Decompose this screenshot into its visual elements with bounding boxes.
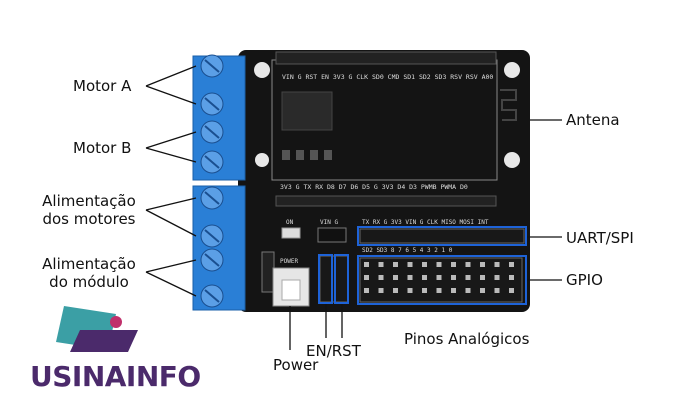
gpio-pin	[465, 288, 471, 293]
screw-slot	[204, 97, 220, 111]
gpio-pin	[364, 262, 369, 267]
label-power: Power	[273, 356, 319, 374]
gpio-pin	[451, 275, 456, 280]
gpio-pin	[393, 275, 398, 280]
gpio-pin	[465, 262, 471, 267]
en-highlight	[318, 254, 333, 304]
label-alimentacao-modulo-line1: Alimentação	[42, 255, 136, 273]
leader-lines	[145, 65, 562, 350]
gpio-pin	[364, 275, 369, 280]
screw-slot	[204, 125, 220, 139]
antenna-trace	[500, 89, 517, 121]
label-alimentacao-motores-line1: Alimentação	[42, 192, 136, 210]
gpio-highlight	[357, 255, 527, 305]
side-jumper	[261, 251, 275, 293]
power-connector-inner	[281, 279, 301, 301]
label-motor-b: Motor B	[73, 139, 132, 157]
gpio-pin	[393, 288, 398, 293]
uart-spi-header	[359, 228, 525, 244]
gpio-pin	[422, 288, 427, 293]
gpio-pin	[509, 262, 514, 267]
gpio-pin	[378, 288, 384, 293]
gpio-pin	[407, 262, 413, 267]
label-gpio: GPIO	[566, 271, 603, 289]
gpio-pin	[451, 262, 456, 267]
silk-vin: VIN G	[320, 219, 338, 226]
gpio-pin	[494, 275, 500, 280]
label-alimentacao-motores: Alimentação dos motores	[34, 192, 144, 228]
gpio-pin	[436, 275, 442, 280]
gpio-pin	[422, 262, 427, 267]
gpio-pin	[393, 262, 398, 267]
gpio-pin	[436, 288, 442, 293]
mount-hole	[504, 62, 520, 78]
smd-part	[296, 150, 304, 160]
silk-on: ON	[286, 219, 294, 226]
smd-part	[282, 150, 290, 160]
screw-slot	[204, 253, 220, 267]
smd-part	[324, 150, 332, 160]
mount-hole	[504, 152, 520, 168]
screw-slot	[204, 59, 220, 73]
label-alimentacao-modulo: Alimentação do módulo	[34, 255, 144, 291]
driver-chip	[281, 91, 333, 131]
gpio-pin	[436, 262, 442, 267]
vin-jumper	[317, 227, 347, 243]
terminal-screws	[200, 54, 224, 308]
gpio-pin	[378, 275, 384, 280]
usinainfo-logo-mark	[56, 306, 138, 352]
label-motor-a: Motor A	[73, 77, 132, 95]
smd-part	[310, 150, 318, 160]
gpio-pin	[480, 288, 485, 293]
label-uart-spi: UART/SPI	[566, 229, 634, 247]
gpio-pin	[378, 262, 384, 267]
mount-hole	[255, 153, 269, 167]
gpio-pin	[407, 275, 413, 280]
label-antena: Antena	[566, 111, 620, 129]
on-switch	[281, 227, 301, 239]
rst-highlight	[334, 254, 349, 304]
gpio-pin	[494, 262, 500, 267]
top-header	[275, 51, 497, 65]
screw-slot	[204, 229, 220, 243]
mid-header	[275, 195, 497, 207]
silk-top-row: VIN G RST EN 3V3 G CLK SD0 CMD SD1 SD2 S…	[282, 73, 493, 81]
silk-right-nums: SD2 SD3 8 7 6 5 4 3 2 1 0	[362, 247, 453, 254]
label-alimentacao-motores-line2: dos motores	[42, 210, 136, 228]
screw-slot	[204, 155, 220, 169]
gpio-pin	[480, 275, 485, 280]
label-pinos-analogicos: Pinos Analógicos	[404, 330, 530, 348]
gpio-pin	[480, 262, 485, 267]
usinainfo-logo-text: USINAINFO	[30, 360, 201, 393]
screw-slot	[204, 289, 220, 303]
gpio-pin	[422, 275, 427, 280]
gpio-pin	[465, 275, 471, 280]
silk-power: POWER	[280, 258, 298, 265]
label-alimentacao-modulo-line2: do módulo	[49, 273, 129, 291]
silk-right-row: TX RX G 3V3 VIN G CLK MISO MOSI INT	[362, 219, 489, 226]
silk-mid-row: 3V3 G TX RX D8 D7 D6 D5 G 3V3 D4 D3 PWMB…	[280, 183, 468, 191]
gpio-pin	[509, 275, 514, 280]
gpio-pin	[407, 288, 413, 293]
label-en-rst: EN/RST	[306, 342, 361, 360]
gpio-pin	[364, 288, 369, 293]
uart-spi-highlight	[357, 226, 527, 246]
gpio-pin	[451, 288, 456, 293]
gpio-pins	[364, 262, 514, 293]
gpio-pin	[494, 288, 500, 293]
screw-slot	[204, 191, 220, 205]
mount-hole	[254, 62, 270, 78]
gpio-pin	[509, 288, 514, 293]
